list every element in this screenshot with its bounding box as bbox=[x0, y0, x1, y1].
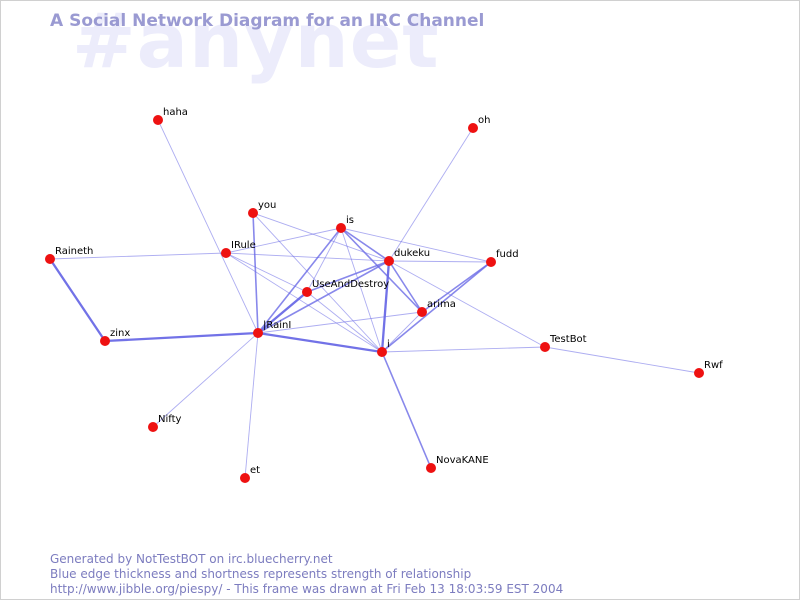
edge-is-arima bbox=[340, 227, 423, 313]
edge-IRule-i bbox=[225, 252, 383, 353]
node-NovaKANE: NovaKANE bbox=[426, 455, 489, 473]
channel-watermark: #anynet bbox=[72, 0, 440, 85]
node-label: arima bbox=[427, 299, 456, 310]
node-label: Rwf bbox=[704, 360, 723, 371]
node-i: i bbox=[377, 339, 390, 357]
edge-layer bbox=[49, 119, 700, 479]
edge-IRule-is bbox=[225, 227, 342, 254]
node-label: NovaKANE bbox=[436, 455, 489, 466]
node-dot bbox=[468, 123, 478, 133]
node-Raineth: Raineth bbox=[45, 246, 93, 264]
node-dot bbox=[694, 368, 704, 378]
edge-dukeku-i bbox=[380, 260, 391, 353]
node-fudd: fudd bbox=[486, 249, 519, 267]
node-dot bbox=[302, 287, 312, 297]
edge-Raineth-zinx bbox=[49, 258, 106, 342]
node-label: Nifty bbox=[158, 414, 182, 425]
node-dot bbox=[240, 473, 250, 483]
node-dot bbox=[417, 307, 427, 317]
edge-IRule-UseAndDestroy bbox=[225, 252, 308, 293]
node-Nifty: Nifty bbox=[148, 414, 182, 432]
node-IRule: IRule bbox=[221, 240, 256, 258]
node-IRainI: |RainI bbox=[253, 320, 291, 338]
edge-you-i bbox=[252, 212, 383, 353]
node-label: oh bbox=[478, 115, 490, 126]
footer-url-timestamp: http://www.jibble.org/piespy/ - This fra… bbox=[50, 582, 564, 596]
edge-i-NovaKANE bbox=[381, 351, 432, 469]
edge-TestBot-Rwf bbox=[544, 346, 700, 374]
node-label: zinx bbox=[110, 328, 130, 339]
node-arima: arima bbox=[417, 299, 456, 317]
edge-fudd-arima bbox=[421, 261, 492, 313]
node-is: is bbox=[336, 215, 354, 233]
node-label: TestBot bbox=[549, 334, 587, 345]
edge-arima-i bbox=[381, 311, 423, 353]
diagram-title: A Social Network Diagram for an IRC Chan… bbox=[50, 11, 485, 31]
node-label: IRule bbox=[231, 240, 256, 251]
node-label: haha bbox=[163, 107, 188, 118]
node-dot bbox=[248, 208, 258, 218]
node-dukeku: dukeku bbox=[384, 248, 430, 266]
edge-Raineth-IRule bbox=[49, 252, 227, 260]
edge-i-TestBot bbox=[381, 346, 546, 353]
edge-dukeku-TestBot bbox=[388, 260, 546, 348]
node-label: et bbox=[250, 465, 260, 476]
edge-UseAndDestroy-i bbox=[306, 291, 383, 353]
edge-oh-dukeku bbox=[388, 127, 474, 262]
edge-IRule-dukeku bbox=[225, 252, 390, 262]
node-label: i bbox=[387, 339, 390, 350]
node-label: dukeku bbox=[394, 248, 430, 259]
node-label: is bbox=[346, 215, 354, 226]
node-dot bbox=[384, 256, 394, 266]
edge-you-dukeku bbox=[252, 212, 390, 262]
node-you: you bbox=[248, 200, 276, 218]
footer: Generated by NotTestBOT on irc.bluecherr… bbox=[50, 552, 563, 597]
edge-IRainI-Nifty bbox=[152, 332, 259, 428]
edge-IRainI-is bbox=[257, 227, 342, 334]
node-zinx: zinx bbox=[100, 328, 130, 346]
edge-IRainI-arima bbox=[257, 311, 423, 334]
edge-dukeku-UseAndDestroy bbox=[306, 260, 390, 293]
node-label: fudd bbox=[496, 249, 519, 260]
edge-is-dukeku bbox=[340, 227, 390, 262]
node-UseAndDestroy: UseAndDestroy bbox=[302, 279, 389, 297]
edge-you-IRainI bbox=[252, 212, 259, 334]
footer-generated-by: Generated by NotTestBOT on irc.bluecherr… bbox=[50, 552, 333, 566]
node-dot bbox=[377, 347, 387, 357]
node-dot bbox=[45, 254, 55, 264]
node-label: |RainI bbox=[263, 320, 291, 331]
node-dot bbox=[100, 336, 110, 346]
node-dot bbox=[148, 422, 158, 432]
edge-is-fudd bbox=[340, 227, 492, 263]
node-dot bbox=[253, 328, 263, 338]
edge-dukeku-arima bbox=[388, 260, 423, 313]
edge-IRainI-et bbox=[244, 332, 259, 479]
node-dot bbox=[426, 463, 436, 473]
node-dot bbox=[486, 257, 496, 267]
edge-IRainI-i bbox=[257, 331, 383, 354]
edge-zinx-IRainI bbox=[104, 331, 259, 343]
edge-dukeku-fudd bbox=[388, 260, 492, 263]
node-dot bbox=[540, 342, 550, 352]
node-TestBot: TestBot bbox=[540, 334, 587, 352]
node-Rwf: Rwf bbox=[694, 360, 723, 378]
node-dot bbox=[336, 223, 346, 233]
edge-haha-IRainI bbox=[157, 119, 259, 334]
edge-IRainI-dukeku bbox=[257, 260, 390, 334]
node-label: Raineth bbox=[55, 246, 93, 257]
edge-is-i bbox=[340, 227, 383, 353]
node-et: et bbox=[240, 465, 260, 483]
node-dot bbox=[221, 248, 231, 258]
node-dot bbox=[153, 115, 163, 125]
node-label: UseAndDestroy bbox=[312, 279, 389, 290]
footer-legend: Blue edge thickness and shortness repres… bbox=[50, 567, 472, 581]
node-haha: haha bbox=[153, 107, 188, 125]
edge-fudd-i bbox=[381, 261, 492, 353]
edge-is-UseAndDestroy bbox=[306, 227, 342, 293]
node-label: you bbox=[258, 200, 276, 211]
node-oh: oh bbox=[468, 115, 490, 133]
